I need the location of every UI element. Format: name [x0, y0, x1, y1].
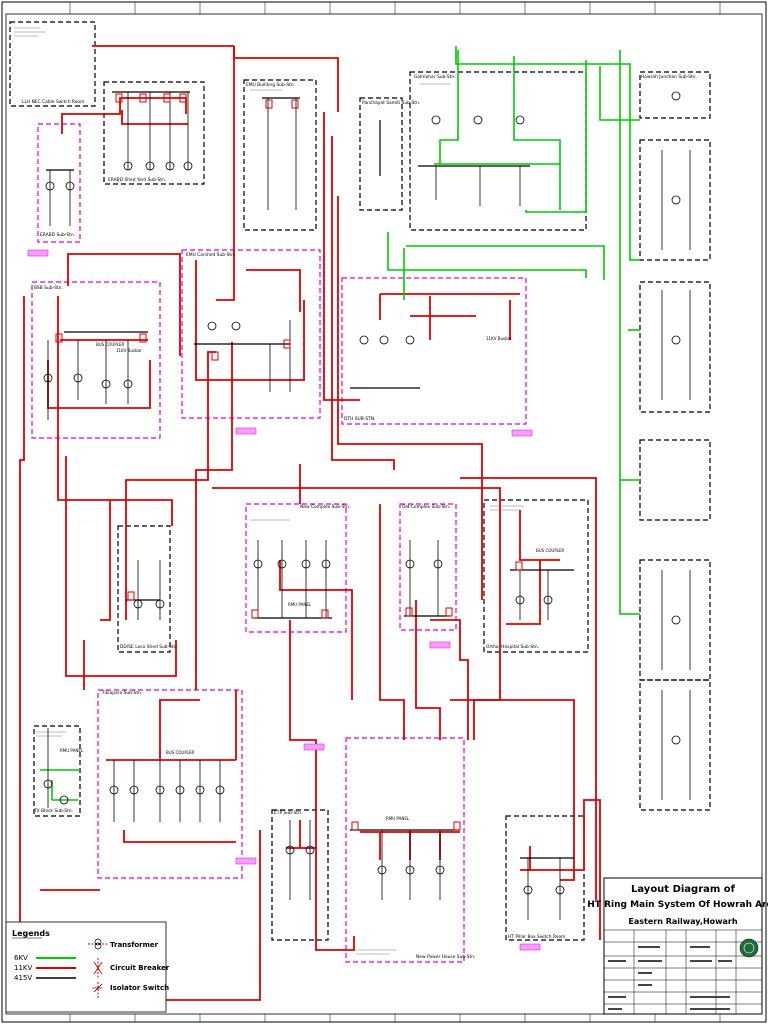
bus-coupler-label-3: BUS COUPLER: [536, 548, 565, 553]
substation-boxes: [9, 21, 711, 963]
busbar-label-3: 11KV Busbar: [486, 336, 512, 341]
title-block: Layout Diagram of HT Ring Main System Of…: [587, 877, 768, 1015]
label-erabd-yard: ERABD Shed Yard Sub-Stn.: [108, 177, 166, 183]
tiny-annotations: [14, 27, 524, 955]
ring-6kv: [40, 46, 640, 801]
legend: Legends 6KV 11KV 415V Transformer Circui…: [5, 921, 170, 1013]
frame-ruler: [69, 2, 721, 1022]
label-new-complex: New Complex Sub-Stn.: [300, 504, 350, 510]
bay-lines: [47, 92, 691, 920]
substation-labels: LLH NEC Cable Switch Room ERABD Shed Yar…: [22, 74, 697, 960]
transformer-symbols: [43, 91, 681, 895]
legend-transformer: Transformer: [110, 941, 159, 949]
label-llh: LLH NEC Cable Switch Room: [22, 99, 84, 105]
rmu-panel-label-3: RMU PANEL: [288, 602, 312, 607]
rmu-panel-label-2: RMU PANEL: [60, 748, 84, 753]
label-golmohar: Golmohar Sub-Stn.: [414, 74, 456, 80]
label-tx-block: TX Block Sub-Stn.: [33, 808, 73, 814]
label-dth: DTH SUB-STN.: [344, 416, 376, 422]
railway-logo: [739, 938, 759, 958]
title-line2: HT Ring Main System Of Howrah Area: [587, 900, 768, 910]
legend-heading: Legends: [12, 929, 50, 938]
label-panchayat: Panchayat Samiti Sub-Stn.: [362, 100, 420, 106]
legend-isolator: Isolator Switch: [110, 984, 169, 992]
pink-tags: [27, 249, 541, 951]
title-org: Eastern Railway,Howarh: [628, 917, 737, 926]
label-ortho: Ortho. Hospital Sub-Stn.: [486, 644, 539, 650]
label-howrah-jn: Howrah Junction Sub-Stn.: [641, 74, 697, 80]
legend-11kv-label: 11KV: [14, 964, 32, 972]
legend-breaker: Circuit Breaker: [110, 964, 170, 972]
label-tikiapara: Tikiapara Sub-Stn.: [101, 690, 142, 696]
bus-labels: BUS COUPLER RMU PANEL 11KV Busbar BUS CO…: [60, 336, 565, 821]
label-bsb: BSB Sub-Stn.: [34, 285, 63, 291]
rmu-panel-label: RMU PANEL: [386, 816, 410, 821]
label-erabd: ERABD Sub-Stn.: [40, 232, 75, 238]
label-emu-bldg: EMU Building Sub-Stn.: [246, 82, 295, 88]
label-new-power-house: New Power House Sub-Stn.: [416, 954, 475, 960]
title-line1: Layout Diagram of: [631, 884, 736, 895]
bus-coupler-label-2: BUS COUPLER: [166, 750, 195, 755]
breaker-marks: [55, 93, 523, 831]
legend-415v-label: 415V: [14, 974, 32, 982]
bus-coupler-label: BUS COUPLER: [96, 342, 125, 347]
label-loco-shed: DD/SE Loco Shed Sub-Stn.: [120, 644, 178, 650]
title-block-cell-marks: [608, 946, 732, 1010]
legend-6kv-label: 6KV: [14, 954, 28, 962]
transformer-icon: [94, 938, 102, 946]
label-emu-carshed: EMU Carshed Sub-Stn.: [186, 252, 235, 258]
label-etp: ETP Sub-Stn.: [274, 810, 302, 816]
bus-bars: [46, 91, 574, 859]
busbar-label: 11KV Busbar: [116, 348, 142, 353]
ring-11kv: [19, 45, 601, 1001]
label-ht-pillar: HT Pillar Box Switch Room: [508, 934, 565, 940]
label-old-complex: Old Complex Sub-Stn.: [402, 504, 450, 510]
